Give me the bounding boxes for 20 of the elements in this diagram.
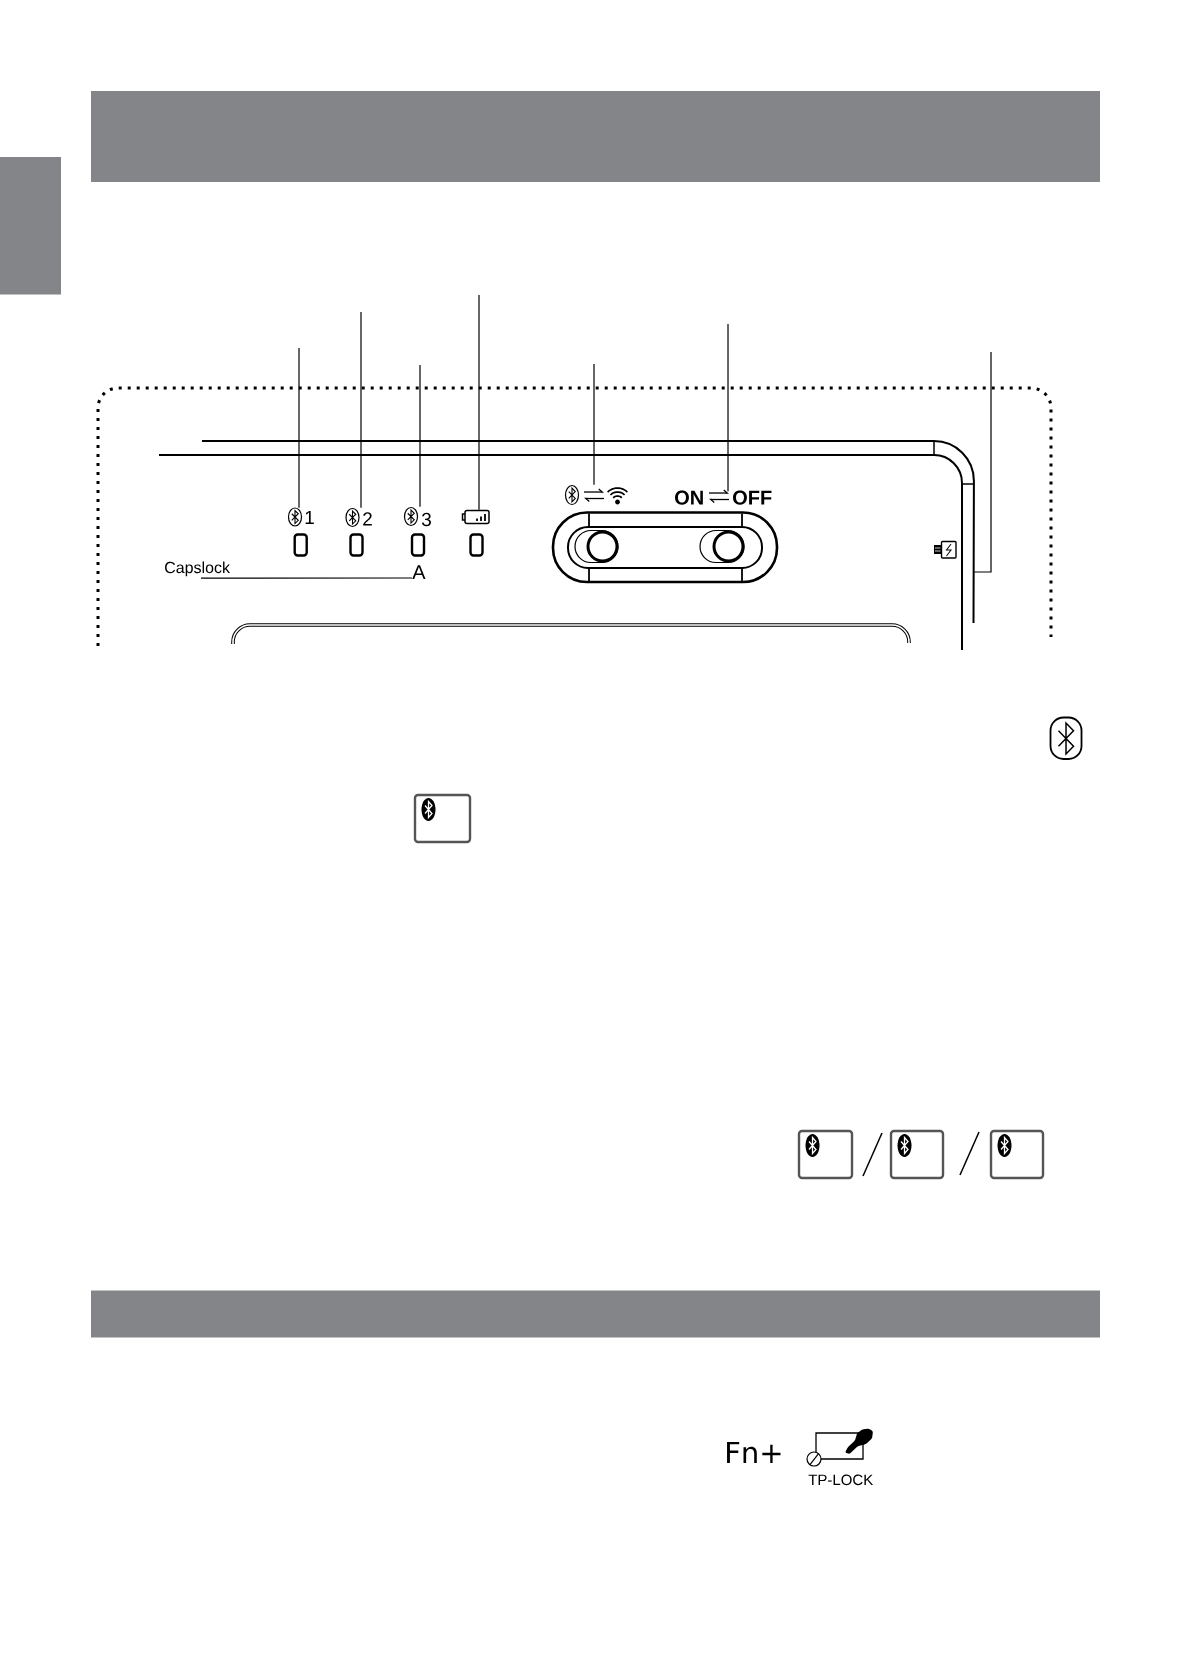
- indicator-label: A: [412, 565, 426, 579]
- leader-line: [478, 294, 480, 511]
- leader-line: [298, 347, 300, 509]
- key-caption: TP-LOCK: [808, 1474, 874, 1486]
- indicator-label: Capslock: [165, 561, 230, 577]
- double-arrow-icon: [708, 489, 730, 504]
- leader-line: [973, 351, 992, 573]
- switch-label: OFF: [733, 490, 772, 505]
- battery-icon: [461, 509, 490, 525]
- leader-line: [727, 323, 729, 492]
- keyboard-drawing: [158, 440, 975, 651]
- leader-line: [593, 363, 595, 486]
- channel-number: 3: [421, 512, 431, 527]
- leader-line: [200, 577, 413, 579]
- key-label: Fn+: [727, 1441, 781, 1463]
- channel-number: 2: [363, 512, 372, 526]
- leader-line: [360, 311, 362, 509]
- switch-label: ON: [675, 490, 703, 505]
- leader-line: [419, 364, 421, 508]
- channel-number: 1: [305, 510, 314, 524]
